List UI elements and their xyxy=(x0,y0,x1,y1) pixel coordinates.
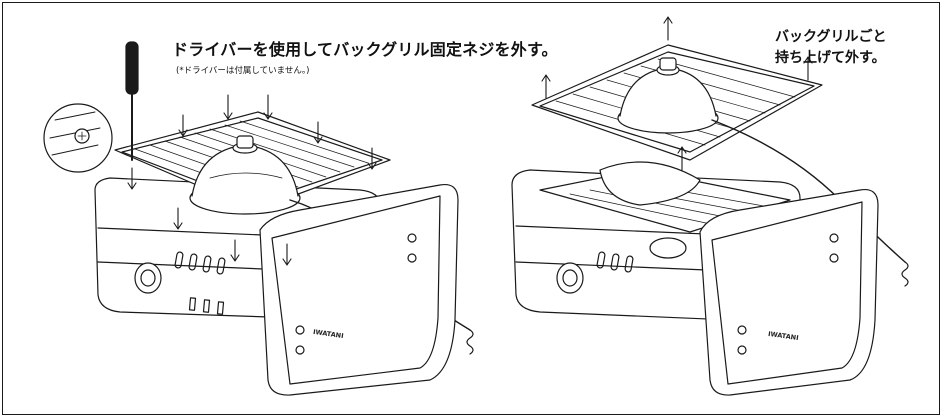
left-vent-slots xyxy=(174,251,226,315)
left-step-instruction: ドライバーを使用してバックグリル固定ネジを外す。 xyxy=(172,40,558,59)
right-step-instruction-line-1: バックグリルごと xyxy=(775,29,887,45)
screwdriver-icon xyxy=(125,41,139,161)
left-step-note: (*ドライバーは付属していません。) xyxy=(176,66,310,76)
left-screw-arrows xyxy=(127,94,377,266)
right-step-instruction-line-2: 持ち上げて外す。 xyxy=(775,50,886,66)
screw-detail-callout xyxy=(43,103,113,173)
left-knob xyxy=(134,262,162,294)
right-grill-unit xyxy=(511,16,909,396)
left-grill-unit xyxy=(43,41,474,396)
right-lift-arrows xyxy=(541,16,813,171)
